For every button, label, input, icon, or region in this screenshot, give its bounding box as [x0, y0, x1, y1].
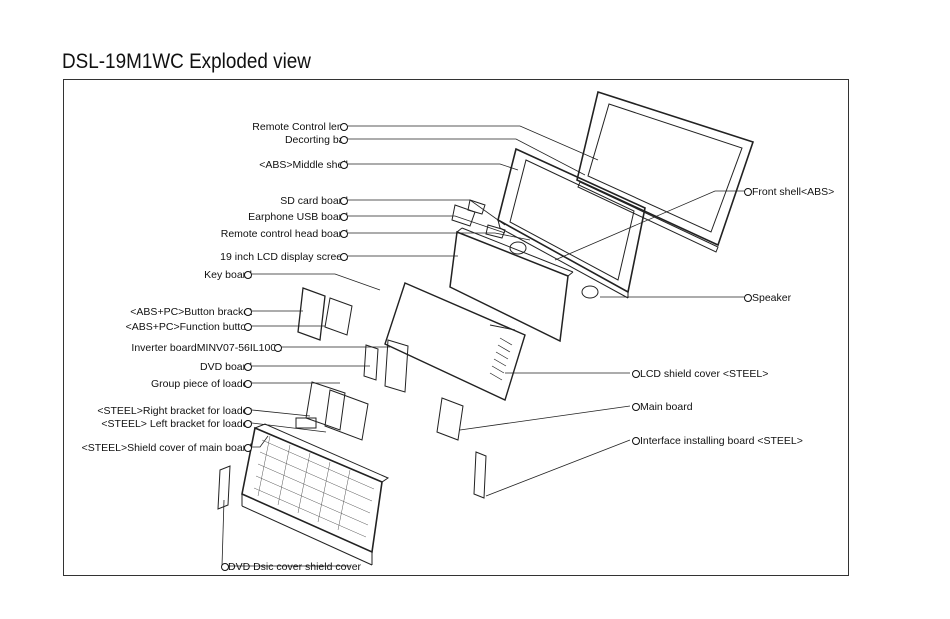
main-shield-cover-part	[241, 423, 390, 566]
diagram-frame	[63, 79, 849, 576]
lcd-screen-label: 19 inch LCD display screen	[220, 251, 348, 263]
front-shell-part	[576, 90, 755, 253]
remote-control-lens-label: Remote Control lens	[252, 121, 348, 133]
button-bracket-label: <ABS+PC>Button bracket	[130, 306, 252, 318]
inverter-board-label: Inverter boardMINV07-56IL1001	[131, 342, 282, 354]
button-bracket-part	[297, 287, 353, 341]
inverter-board-part	[384, 339, 409, 393]
sd-card-board-label: SD card board	[280, 195, 348, 207]
left-bracket-loader-label: <STEEL> Left bracket for loader	[101, 418, 252, 430]
key-board-label: Key board	[204, 269, 252, 281]
main-board-part	[436, 397, 464, 441]
decorating-bar-label: Decorting bar	[284, 134, 348, 146]
speaker-right	[581, 285, 599, 299]
diagram-title: DSL-19M1WC Exploded view	[62, 50, 311, 73]
dvd-disc-cover-label: DVD Dsic cover shield cover	[228, 561, 362, 573]
interface-board-label: Interface installing board <STEEL>	[640, 435, 803, 447]
dvd-board-part	[363, 344, 379, 381]
remote-head-board-label: Remote control head board	[220, 228, 348, 240]
function-button-label: <ABS+PC>Function button	[125, 321, 252, 333]
lcd-panel-part	[449, 227, 574, 343]
interface-board-part	[473, 451, 487, 499]
right-bracket-loader-label: <STEEL>Right bracket for loader	[97, 405, 252, 417]
shield-cover-main-label: <STEEL>Shield cover of main board	[81, 442, 252, 454]
middle-shell-label: <ABS>Middle shell	[259, 159, 348, 171]
group-piece-loader-label: Group piece of loader	[151, 378, 252, 390]
loader-brackets	[295, 381, 369, 441]
leader-lines	[221, 125, 744, 567]
earphone-usb-board-label: Earphone USB board	[248, 211, 348, 223]
speaker-left	[509, 241, 527, 255]
dvd-disc-cover-part	[217, 465, 231, 510]
front-shell-label: Front shell<ABS>	[752, 186, 835, 198]
small-boards	[451, 199, 506, 239]
lcd-shield-cover-label: LCD shield cover <STEEL>	[640, 368, 769, 380]
dvd-board-label: DVD board	[200, 361, 252, 373]
speaker-label: Speaker	[752, 292, 792, 304]
lcd-shield-cover-part	[384, 282, 526, 401]
main-board-label: Main board	[640, 401, 693, 413]
middle-shell-part	[497, 147, 646, 299]
